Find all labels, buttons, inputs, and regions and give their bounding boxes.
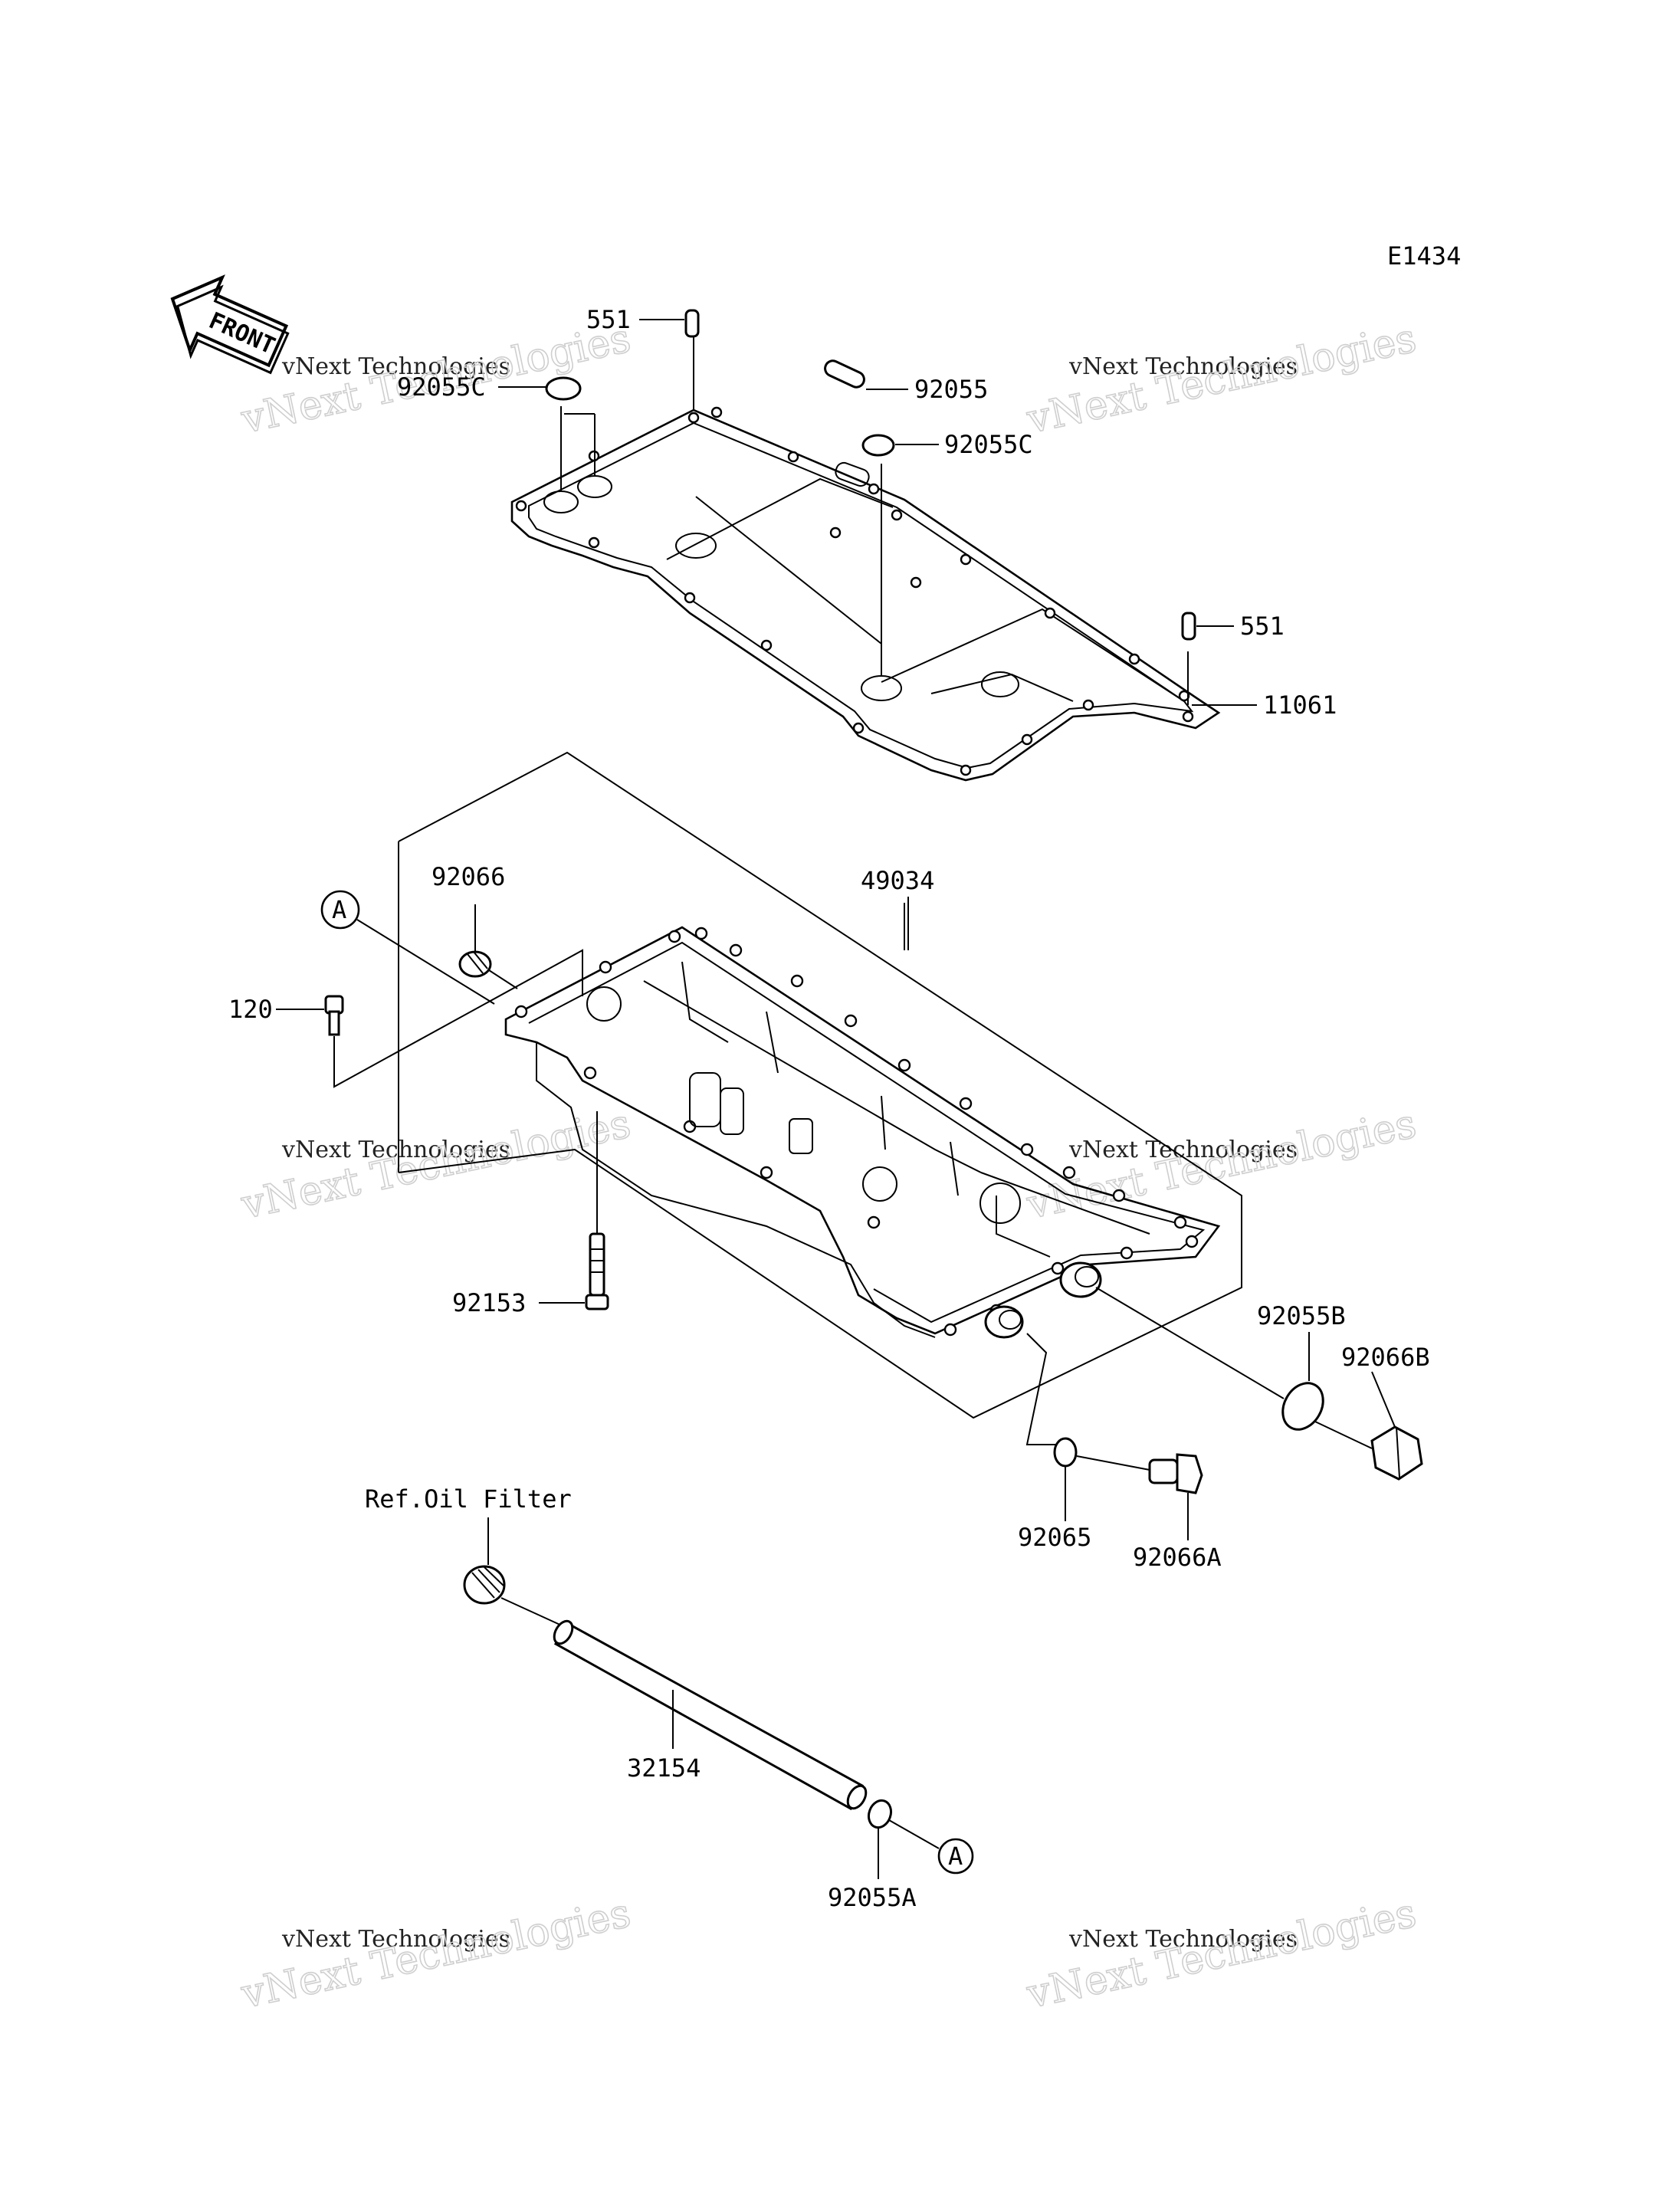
part-label-92066a: 92066A	[1133, 1543, 1222, 1572]
part-label-92055a: 92055A	[828, 1883, 917, 1912]
diagram-code: E1434	[1387, 241, 1461, 271]
part-label-92055c: 92055C	[397, 372, 486, 402]
part-label-92066b: 92066B	[1341, 1343, 1430, 1372]
part-label-92065: 92065	[1018, 1523, 1091, 1552]
ref-oil-filter-label: Ref.Oil Filter	[365, 1484, 572, 1514]
bolt-120-icon	[324, 995, 344, 1036]
oil-pan-assembly-box	[398, 751, 1242, 1419]
part-label-551: 551	[1240, 612, 1285, 641]
gasket-11061	[510, 337, 1221, 782]
svg-text:vNext Technologies: vNext Technologies	[1022, 1891, 1420, 2018]
ref-marker-a-label: A	[948, 1842, 963, 1871]
part-label-11061: 11061	[1263, 690, 1337, 720]
o-ring-92055c-icon	[861, 434, 895, 457]
o-ring-92055c-icon	[545, 376, 582, 401]
svg-text:vNext Technologies: vNext Technologies	[1068, 353, 1298, 380]
svg-text:vNext Technologies: vNext Technologies	[237, 1891, 635, 2018]
part-label-551: 551	[586, 305, 631, 334]
front-arrow-icon: FRONT	[170, 274, 290, 375]
svg-text:vNext Technologies: vNext Technologies	[1068, 1137, 1298, 1163]
washer-92065-icon	[1053, 1437, 1078, 1468]
svg-text:vNext Technologies: vNext Technologies	[1068, 1926, 1298, 1953]
bolt-92153-icon	[585, 1232, 609, 1310]
ref-marker-a-label: A	[332, 895, 346, 924]
oil-pan-49034	[504, 926, 1221, 1339]
oil-filter-fitting-icon	[463, 1565, 506, 1605]
bolt-92066a-icon	[1148, 1453, 1203, 1494]
part-label-92055c: 92055C	[944, 430, 1033, 459]
part-label-49034: 49034	[861, 866, 934, 895]
o-ring-92055a-icon	[867, 1799, 893, 1829]
svg-text:vNext Technologies: vNext Technologies	[281, 1137, 510, 1163]
o-ring-92055b-icon	[1281, 1382, 1324, 1431]
pipe-32154-icon	[553, 1619, 868, 1811]
part-label-92055b: 92055B	[1257, 1301, 1346, 1330]
pin-551-icon	[684, 309, 700, 338]
svg-text:vNext Technologies: vNext Technologies	[281, 1926, 510, 1953]
part-label-92153: 92153	[452, 1288, 526, 1317]
svg-text:vNext Technologies: vNext Technologies	[281, 353, 510, 380]
watermark: vNext Technologies vNext Technologies vN…	[236, 315, 1420, 2019]
plug-92066-icon	[458, 950, 492, 978]
o-ring-92055-icon	[824, 359, 865, 389]
ref-marker-a	[937, 1838, 974, 1875]
ref-marker-a	[320, 890, 360, 930]
part-label-92066: 92066	[431, 862, 505, 891]
part-label-120: 120	[228, 995, 273, 1024]
part-label-32154: 32154	[627, 1753, 701, 1783]
pin-551-icon	[1181, 612, 1196, 641]
part-label-92055: 92055	[914, 375, 988, 404]
bolt-92066b-icon	[1370, 1425, 1423, 1481]
